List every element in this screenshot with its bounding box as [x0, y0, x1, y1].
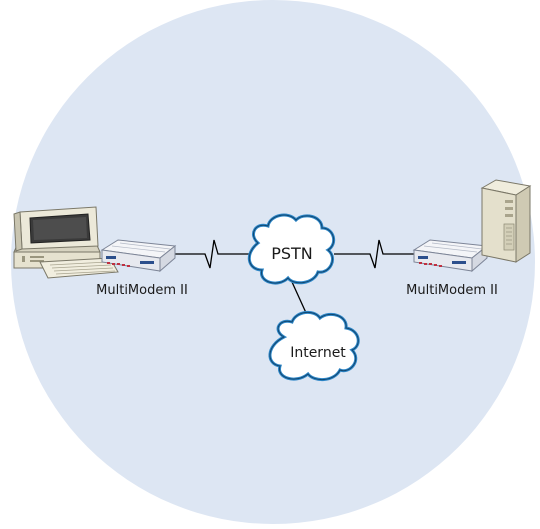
left-modem-label: MultiModem II — [96, 283, 188, 298]
right-modem-label: MultiModem II — [406, 283, 498, 298]
connection-left-modem-pstn — [170, 239, 250, 269]
desktop-computer-icon — [13, 206, 119, 279]
left-modem-icon — [100, 239, 177, 273]
pstn-cloud-icon — [247, 213, 336, 285]
internet-cloud-icon — [268, 310, 360, 381]
tower-server-icon — [480, 179, 532, 263]
pstn-label: PSTN — [271, 244, 313, 263]
connection-pstn-right-modem — [334, 239, 416, 269]
internet-label: Internet — [290, 345, 346, 361]
